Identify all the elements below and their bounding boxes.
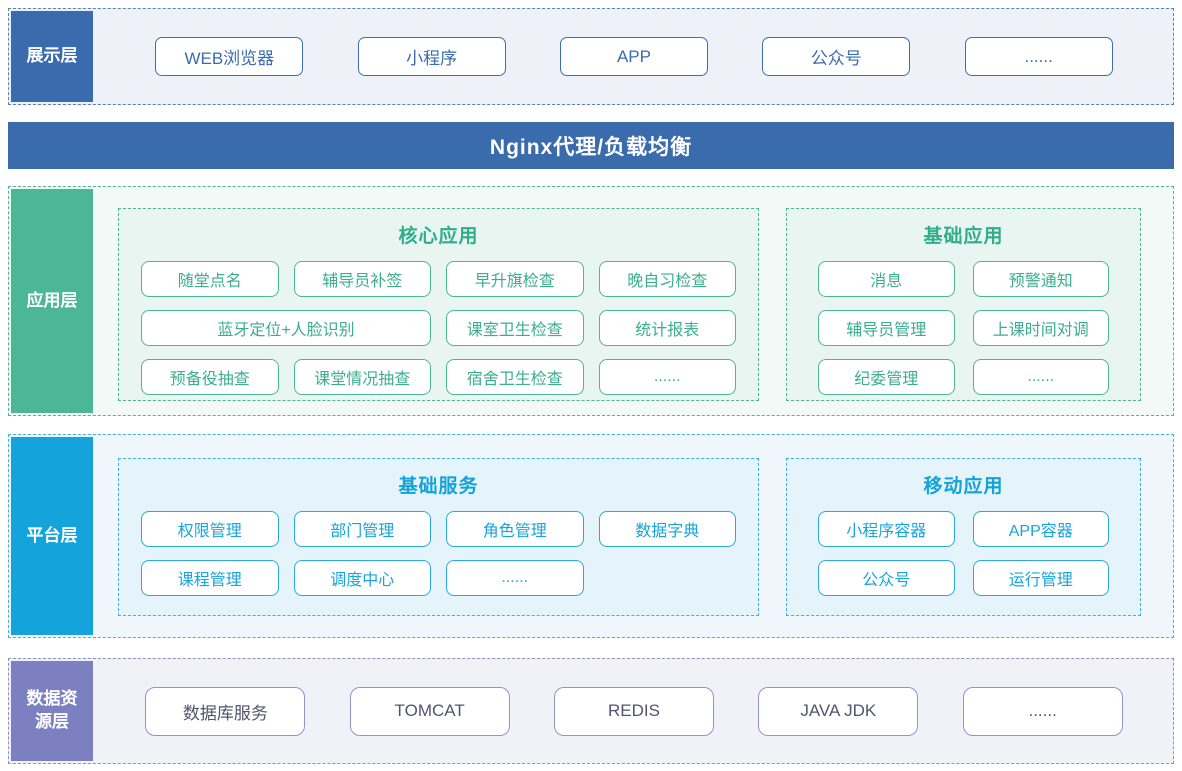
core-app-more: ...... — [598, 359, 736, 395]
core-app-statistics-report: 统计报表 — [598, 310, 736, 346]
core-app-flag-raising-check: 早升旗检查 — [446, 261, 584, 297]
basic-apps-title: 基础应用 — [923, 226, 1004, 247]
application-layer: 应用层 核心应用 随堂点名 辅导员补签 早升旗检查 晚自习检查 蓝牙定位+人脸识… — [8, 186, 1174, 416]
nginx-load-balancer-bar: Nginx代理/负载均衡 — [8, 122, 1174, 169]
basic-app-warning-notice: 预警通知 — [972, 261, 1109, 297]
service-course-management: 课程管理 — [141, 560, 279, 596]
data-resource-items: 数据库服务 TOMCAT REDIS JAVA JDK ...... — [101, 659, 1167, 763]
mobile-app-container: APP容器 — [972, 511, 1109, 547]
application-layer-label: 应用层 — [11, 189, 93, 413]
core-app-counselor-resign: 辅导员补签 — [293, 261, 431, 297]
basic-apps-grid: 消息 预警通知 辅导员管理 上课时间对调 纪委管理 ...... — [818, 261, 1109, 395]
mobile-apps-grid: 小程序容器 APP容器 公众号 运行管理 — [818, 511, 1109, 596]
presentation-layer: 展示层 WEB浏览器 小程序 APP 公众号 ...... — [8, 8, 1174, 105]
service-data-dictionary: 数据字典 — [598, 511, 736, 547]
platform-layer-label: 平台层 — [11, 437, 93, 635]
presentation-item-app: APP — [559, 37, 708, 76]
data-item-more: ...... — [962, 686, 1123, 736]
core-app-classroom-hygiene-check: 课室卫生检查 — [446, 310, 584, 346]
mobile-official-account: 公众号 — [818, 560, 955, 596]
data-resource-layer: 数据资源层 数据库服务 TOMCAT REDIS JAVA JDK ...... — [8, 658, 1174, 764]
mobile-apps-group: 移动应用 小程序容器 APP容器 公众号 运行管理 — [786, 458, 1141, 616]
presentation-item-mini-program: 小程序 — [357, 37, 506, 76]
presentation-item-more: ...... — [964, 37, 1113, 76]
basic-app-class-time-swap: 上课时间对调 — [972, 310, 1109, 346]
presentation-items: WEB浏览器 小程序 APP 公众号 ...... — [101, 9, 1167, 104]
core-apps-group: 核心应用 随堂点名 辅导员补签 早升旗检查 晚自习检查 蓝牙定位+人脸识别 课室… — [118, 208, 759, 401]
data-item-database-service: 数据库服务 — [145, 686, 306, 736]
presentation-item-web-browser: WEB浏览器 — [155, 37, 304, 76]
basic-services-title: 基础服务 — [398, 476, 479, 497]
core-apps-title: 核心应用 — [398, 226, 479, 247]
basic-app-counselor-management: 辅导员管理 — [818, 310, 955, 346]
presentation-item-official-account: 公众号 — [762, 37, 911, 76]
service-dispatch-center: 调度中心 — [293, 560, 431, 596]
basic-app-more: ...... — [972, 359, 1109, 395]
data-item-redis: REDIS — [553, 686, 714, 736]
basic-services-grid: 权限管理 部门管理 角色管理 数据字典 课程管理 调度中心 ...... — [141, 511, 736, 596]
data-item-java-jdk: JAVA JDK — [758, 686, 919, 736]
mobile-mini-program-container: 小程序容器 — [818, 511, 955, 547]
mobile-apps-title: 移动应用 — [923, 476, 1004, 497]
basic-app-message: 消息 — [818, 261, 955, 297]
mobile-operation-management: 运行管理 — [972, 560, 1109, 596]
core-app-reserve-spot-check: 预备役抽查 — [141, 359, 279, 395]
basic-app-discipline-management: 纪委管理 — [818, 359, 955, 395]
core-app-dorm-hygiene-check: 宿舍卫生检查 — [446, 359, 584, 395]
service-department-management: 部门管理 — [293, 511, 431, 547]
basic-services-group: 基础服务 权限管理 部门管理 角色管理 数据字典 课程管理 调度中心 .....… — [118, 458, 759, 616]
service-role-management: 角色管理 — [446, 511, 584, 547]
data-resource-layer-label: 数据资源层 — [11, 661, 93, 761]
core-app-roll-call: 随堂点名 — [141, 261, 279, 297]
core-apps-grid: 随堂点名 辅导员补签 早升旗检查 晚自习检查 蓝牙定位+人脸识别 课室卫生检查 … — [141, 261, 736, 395]
data-item-tomcat: TOMCAT — [349, 686, 510, 736]
core-app-bluetooth-face-recognition: 蓝牙定位+人脸识别 — [141, 310, 431, 346]
service-more: ...... — [446, 560, 584, 596]
service-permission-management: 权限管理 — [141, 511, 279, 547]
core-app-class-situation-check: 课堂情况抽查 — [293, 359, 431, 395]
platform-layer: 平台层 基础服务 权限管理 部门管理 角色管理 数据字典 课程管理 调度中心 .… — [8, 434, 1174, 638]
presentation-layer-label: 展示层 — [11, 11, 93, 102]
core-app-evening-study-check: 晚自习检查 — [598, 261, 736, 297]
basic-apps-group: 基础应用 消息 预警通知 辅导员管理 上课时间对调 纪委管理 ...... — [786, 208, 1141, 401]
